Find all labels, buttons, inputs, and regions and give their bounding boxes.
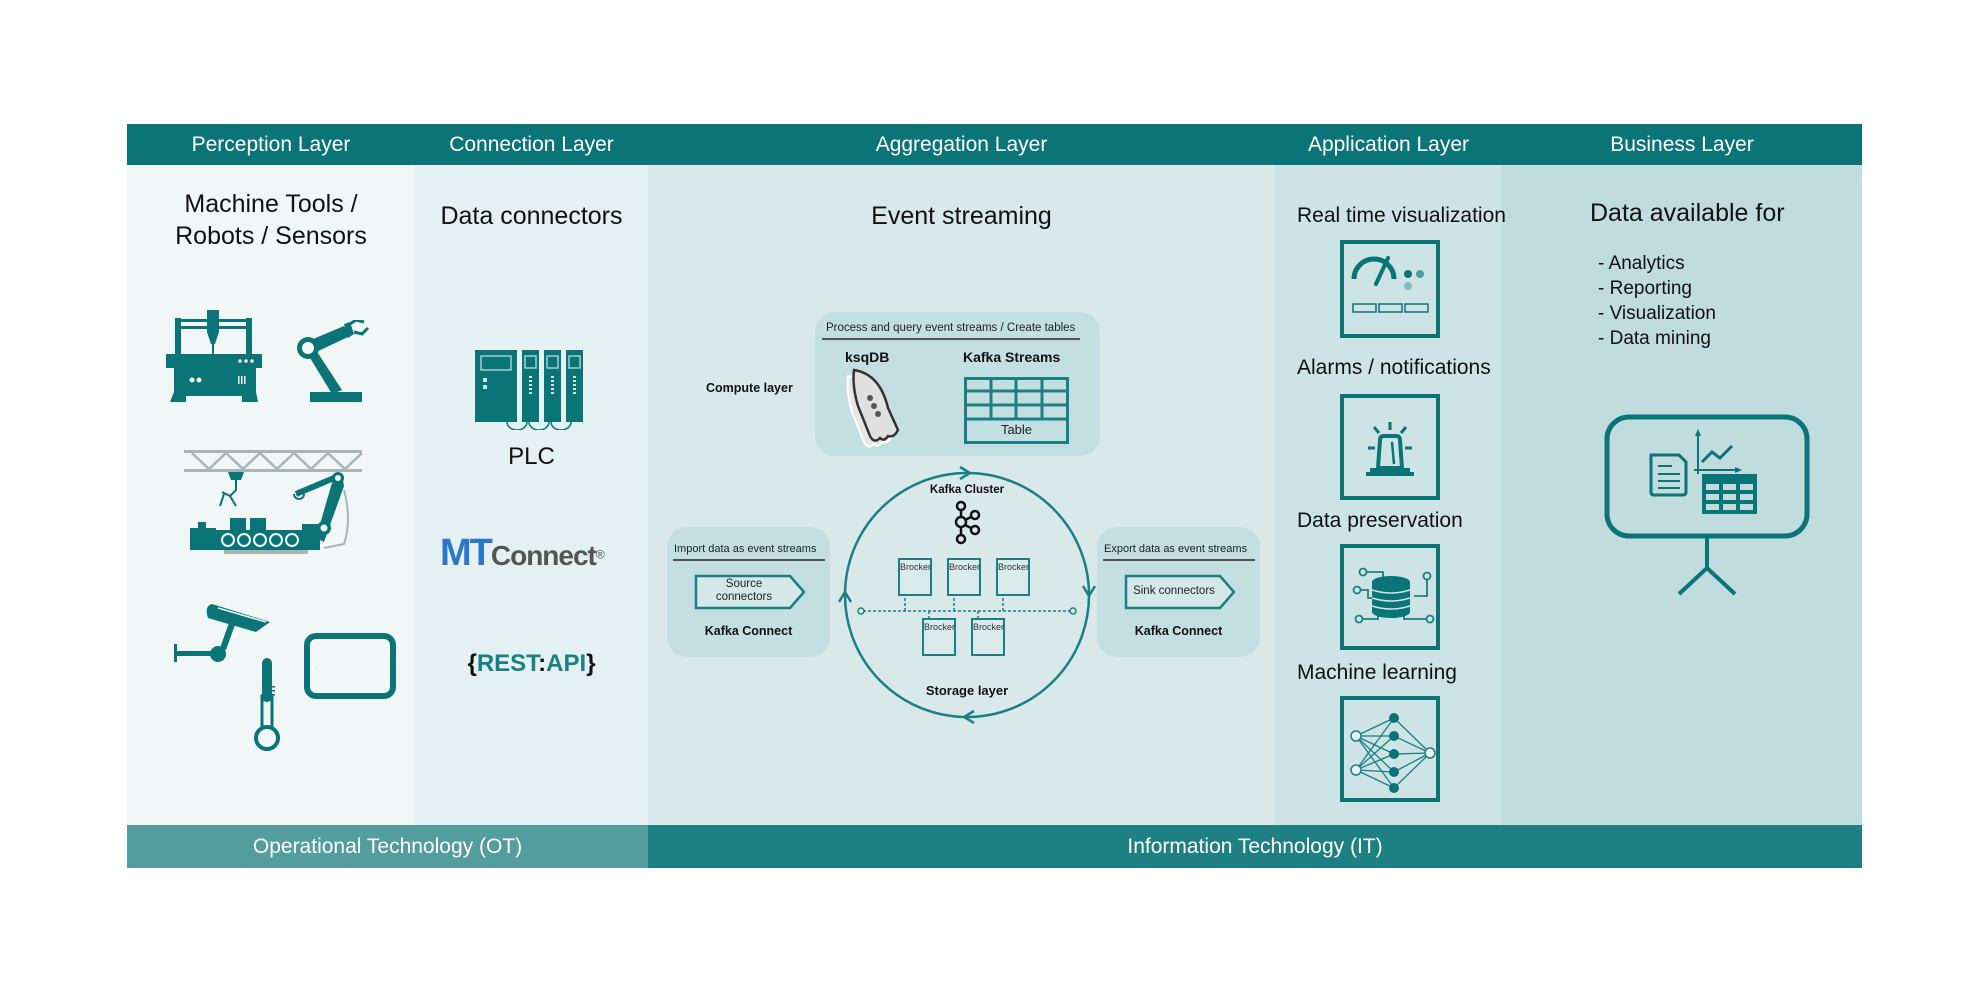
rest-text: REST [476, 650, 539, 677]
app-item-label: Machine learning [1297, 661, 1457, 684]
header-business-layer: Business Layer [1610, 133, 1754, 156]
perception-title: Machine Tools / Robots / Sensors [127, 188, 415, 252]
import-caption: Import data as event streams [674, 543, 817, 555]
it-bar: Information Technology (IT) [648, 825, 1862, 868]
sink-connectors-arrow-box[interactable] [1124, 574, 1236, 610]
compute-caption: Process and query event streams / Create… [826, 322, 1076, 334]
source-connectors-line2: connectors [715, 591, 773, 603]
compute-caption-underline [822, 338, 1080, 340]
header-perception-layer: Perception Layer [191, 133, 351, 156]
ring-arrow-bottom [961, 709, 975, 724]
robot-arm-icon [297, 320, 370, 402]
export-caption-underline [1103, 559, 1255, 561]
business-item: - Reporting [1598, 278, 1692, 299]
ksqdb-label: ksqDB [845, 349, 890, 365]
header-application-layer: Application Layer [1307, 133, 1470, 156]
rest-colon: : [538, 650, 547, 677]
broker-box: Brocker [971, 618, 1005, 656]
source-connectors-line1: Source [725, 578, 763, 590]
cnc-machine-icon [166, 310, 262, 402]
production-line-icon [184, 450, 363, 554]
dashboard-gauge-icon [1340, 240, 1440, 338]
business-item: - Visualization [1598, 303, 1716, 324]
storage-layer-label: Storage layer [925, 683, 1009, 698]
rest-brace-open: { [467, 650, 477, 677]
compute-layer-label: Compute layer [706, 381, 793, 395]
source-connectors-label: Source connectors [694, 578, 794, 604]
kafka-streams-label: Kafka Streams [963, 349, 1061, 365]
rest-brace-close: } [586, 650, 596, 677]
ring-arrow-top [959, 466, 973, 481]
layer-header-bar [127, 124, 1862, 165]
table-label: Table [1000, 422, 1033, 437]
alarm-siren-icon [1340, 394, 1440, 500]
ring-arrow-right [1081, 585, 1096, 599]
ksqdb-boat-icon [846, 368, 900, 448]
api-text: API [546, 650, 587, 677]
connection-title: Data connectors [440, 202, 623, 230]
export-caption: Export data as event streams [1104, 543, 1248, 555]
sink-connectors-label: Sink connectors [1133, 585, 1215, 597]
kafka-logo-icon [954, 500, 981, 545]
mtconnect-mt: MT [440, 532, 493, 574]
business-item: - Data mining [1598, 328, 1711, 349]
tablet-icon [304, 633, 396, 699]
aggregation-title: Event streaming [871, 202, 1052, 230]
rest-api-logo: {REST:API} [415, 650, 648, 678]
broker-box: Brocker [996, 558, 1030, 596]
kafka-cluster-label: Kafka Cluster [929, 484, 1005, 496]
header-aggregation-layer: Aggregation Layer [875, 133, 1048, 156]
connection-column [415, 165, 648, 825]
aggregation-column [648, 165, 1275, 825]
database-circuit-icon [1340, 544, 1440, 650]
broker-box: Brocker [922, 618, 956, 656]
app-item-label: Data preservation [1297, 509, 1463, 532]
mtconnect-registered: ® [595, 547, 605, 562]
thermometer-icon [254, 658, 280, 751]
plc-icon [475, 350, 583, 430]
source-connectors-arrow-box[interactable] [694, 574, 806, 610]
perception-title-line2: Robots / Sensors [175, 222, 367, 250]
plc-label: PLC [508, 443, 555, 470]
application-column [1275, 165, 1502, 825]
broker-box: Brocker [947, 558, 981, 596]
ot-bar: Operational Technology (OT) [127, 825, 648, 868]
business-title: Data available for [1590, 199, 1785, 227]
mtconnect-connect: Connect [490, 540, 597, 571]
app-item-label: Alarms / notifications [1297, 356, 1491, 379]
kafka-streams-table-icon [964, 377, 1069, 444]
security-camera-icon [174, 604, 270, 662]
business-item: - Analytics [1598, 253, 1685, 274]
ring-arrow-left [838, 589, 853, 603]
perception-title-line1: Machine Tools / [184, 190, 358, 218]
app-item-label: Real time visualization [1297, 204, 1506, 227]
import-kafka-connect-label: Kafka Connect [704, 624, 793, 638]
import-caption-underline [673, 559, 825, 561]
presentation-board-icon [1604, 414, 1810, 596]
mtconnect-logo: MTConnect® [440, 532, 605, 575]
broker-box: Brocker [898, 558, 932, 596]
export-kafka-connect-label: Kafka Connect [1134, 624, 1223, 638]
header-connection-layer: Connection Layer [449, 133, 614, 156]
neural-network-icon [1340, 696, 1440, 802]
